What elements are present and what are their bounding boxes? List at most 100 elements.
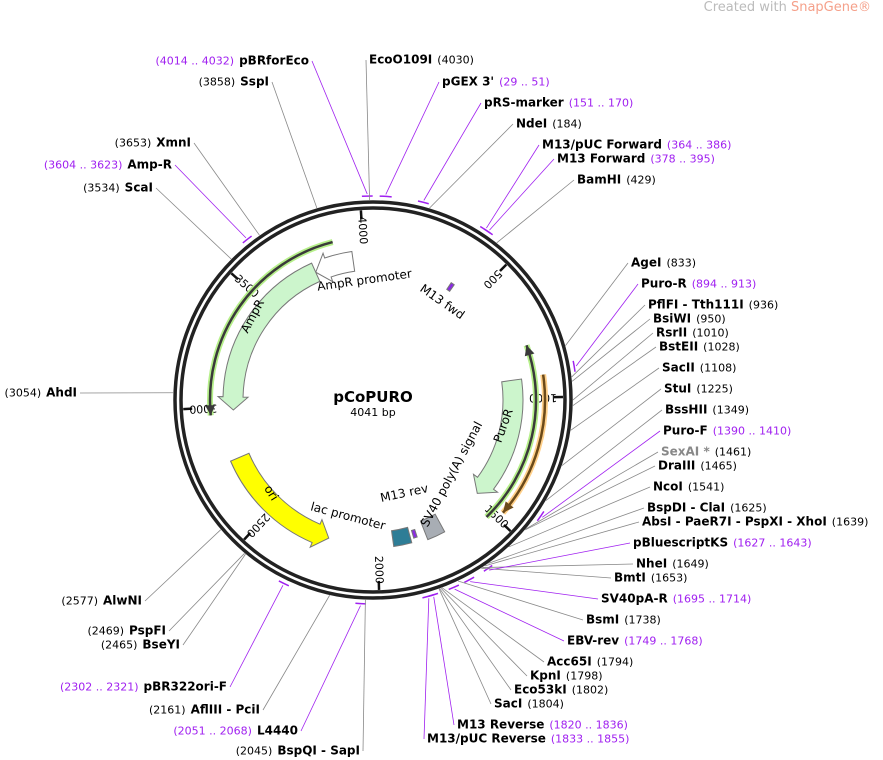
feature-ampr-promoter[interactable] [315, 250, 356, 283]
feature-puror[interactable] [472, 378, 524, 494]
primer-label[interactable]: (4014 .. 4032)pBRforEco [151, 54, 309, 69]
primer-label[interactable]: M13 Reverse(1820 .. 1836) [457, 718, 633, 733]
snapgene-watermark: Created with SnapGene® [704, 0, 871, 15]
orf-arc[interactable] [485, 344, 538, 518]
orf-arc[interactable] [501, 374, 547, 514]
enzyme-label[interactable]: DraIII(1465) [658, 459, 742, 474]
enzyme-position: (1639) [831, 515, 869, 529]
enzyme-label[interactable]: EcoO109I(4030) [369, 53, 479, 68]
primer-site-mark [483, 228, 494, 236]
watermark-brand: SnapGene® [790, 0, 871, 15]
primer-leader-line [489, 158, 555, 231]
primer-label[interactable]: Puro-R(894 .. 913) [641, 277, 761, 292]
primer-leader-line [454, 588, 565, 642]
enzyme-label[interactable]: BmtI(1653) [614, 571, 692, 586]
enzyme-name: NheI [636, 556, 668, 571]
enzyme-leader-line [438, 588, 492, 705]
feature-m13-rev[interactable] [410, 528, 418, 539]
orf-arc[interactable] [208, 240, 333, 416]
enzyme-label[interactable]: SacII(1108) [662, 361, 741, 376]
primer-range: (378 .. 395) [650, 152, 715, 166]
enzyme-position: (1541) [687, 480, 725, 494]
primer-label[interactable]: EBV-rev(1749 .. 1768) [567, 634, 708, 649]
enzyme-label[interactable]: AbsI - PaeR7I - PspXI - XhoI(1639) [642, 515, 873, 530]
enzyme-name: BsmI [586, 612, 620, 627]
enzyme-label[interactable]: Acc65I(1794) [547, 655, 638, 670]
enzyme-label[interactable]: (2469)PspFI [82, 624, 166, 639]
enzyme-label[interactable]: Eco53kI(1802) [514, 683, 613, 698]
feature-sv40-poly-a-signal[interactable] [419, 513, 446, 541]
primer-label[interactable]: (2302 .. 2321)pBR322ori-F [55, 680, 227, 695]
primer-label[interactable]: (3604 .. 3623)Amp-R [39, 158, 172, 173]
primer-range: (1820 .. 1836) [549, 718, 628, 732]
tick-mark [503, 523, 512, 533]
enzyme-position: (1804) [527, 697, 564, 711]
enzyme-label[interactable]: SacI(1804) [494, 697, 569, 712]
enzyme-name: StuI [664, 381, 692, 396]
primer-label[interactable]: pRS-marker(151 .. 170) [484, 96, 638, 111]
feature-lac-promoter[interactable] [390, 526, 413, 548]
enzyme-position: (2045) [235, 744, 273, 758]
primer-range: (151 .. 170) [568, 96, 634, 110]
enzyme-label[interactable]: BamHI(429) [577, 173, 661, 188]
primer-range: (1749 .. 1768) [624, 634, 703, 648]
enzyme-label[interactable]: RsrII(1010) [656, 326, 734, 341]
primer-site-mark [355, 602, 366, 605]
enzyme-label[interactable]: NheI (1649) [636, 557, 714, 572]
enzyme-leader-line [168, 553, 245, 632]
feature-m13-fwd[interactable] [446, 281, 455, 293]
enzyme-label[interactable]: AgeI(833) [631, 256, 701, 271]
tick-label: 2000 [372, 556, 386, 584]
primer-label[interactable]: M13/pUC Reverse(1833 .. 1855) [427, 732, 634, 747]
enzyme-position: (1028) [703, 340, 740, 354]
enzyme-position: (1649) [672, 557, 709, 571]
enzyme-label[interactable]: BssHII(1349) [665, 403, 754, 418]
watermark-prefix: Created with [703, 0, 791, 15]
enzyme-leader-line [271, 81, 318, 209]
enzyme-label[interactable]: (3858)SspI [194, 75, 269, 90]
enzyme-label[interactable]: BsiWI (950) [653, 312, 731, 327]
enzyme-label[interactable]: (3054)AhdI [0, 386, 77, 401]
primer-range: (364 .. 386) [666, 138, 732, 152]
primer-label[interactable]: Puro-F(1390 .. 1410) [663, 424, 796, 439]
enzyme-position: (1465) [700, 459, 737, 473]
primer-site-mark [536, 511, 545, 522]
enzyme-label[interactable]: (3653)XmnI [110, 136, 191, 151]
primer-label[interactable]: SV40pA-R(1695 .. 1714) [601, 592, 756, 607]
primer-label[interactable]: M13/pUC Forward(364 .. 386) [542, 138, 736, 153]
enzyme-position: (950) [696, 312, 726, 326]
primer-label[interactable]: pGEX 3'(29 .. 51) [442, 75, 555, 90]
enzyme-label[interactable]: (2161)AflIII - PciI [144, 703, 260, 718]
enzyme-position: (184) [552, 117, 582, 131]
primer-name: pBRforEco [239, 53, 309, 68]
primer-site-mark [379, 195, 392, 198]
enzyme-position: (4030) [437, 53, 474, 67]
enzyme-label[interactable]: BsmI(1738) [586, 613, 666, 628]
feature-ori[interactable] [229, 452, 330, 549]
primer-leader-line [542, 430, 661, 518]
primer-leader-line [423, 102, 482, 201]
primer-label[interactable]: (2051 .. 2068)L4440 [168, 724, 298, 739]
feature-ampr[interactable] [216, 262, 321, 411]
enzyme-label[interactable]: NcoI(1541) [653, 480, 729, 495]
enzyme-name: BsiWI [653, 311, 692, 326]
enzyme-label[interactable]: (3534)ScaI [78, 181, 153, 196]
enzyme-label[interactable]: NdeI(184) [516, 117, 587, 132]
primer-name: SV40pA-R [601, 591, 668, 606]
primer-label[interactable]: pBluescriptKS(1627 .. 1643) [633, 536, 817, 551]
enzyme-position: (1798) [565, 669, 603, 683]
enzyme-label[interactable]: StuI(1225) [664, 382, 738, 397]
enzyme-label[interactable]: SexAI *(1461) [661, 445, 756, 460]
enzyme-label[interactable]: KpnI(1798) [530, 669, 607, 684]
primer-leader-line [489, 542, 631, 571]
enzyme-position: (3054) [4, 386, 42, 400]
primer-label[interactable]: M13 Forward(378 .. 395) [557, 152, 720, 167]
enzyme-leader-line [524, 465, 656, 531]
enzyme-label[interactable]: (2465)BseYI [96, 638, 180, 653]
enzyme-label[interactable]: (2045)BspQI - SapI [231, 744, 360, 759]
enzyme-label[interactable]: (2577)AlwNI [56, 594, 142, 609]
enzyme-label[interactable]: PflFI - Tth111I(936) [648, 298, 783, 313]
enzyme-label[interactable]: BspDI - ClaI(1625) [647, 501, 772, 516]
enzyme-label[interactable]: BstEII(1028) [659, 340, 745, 355]
